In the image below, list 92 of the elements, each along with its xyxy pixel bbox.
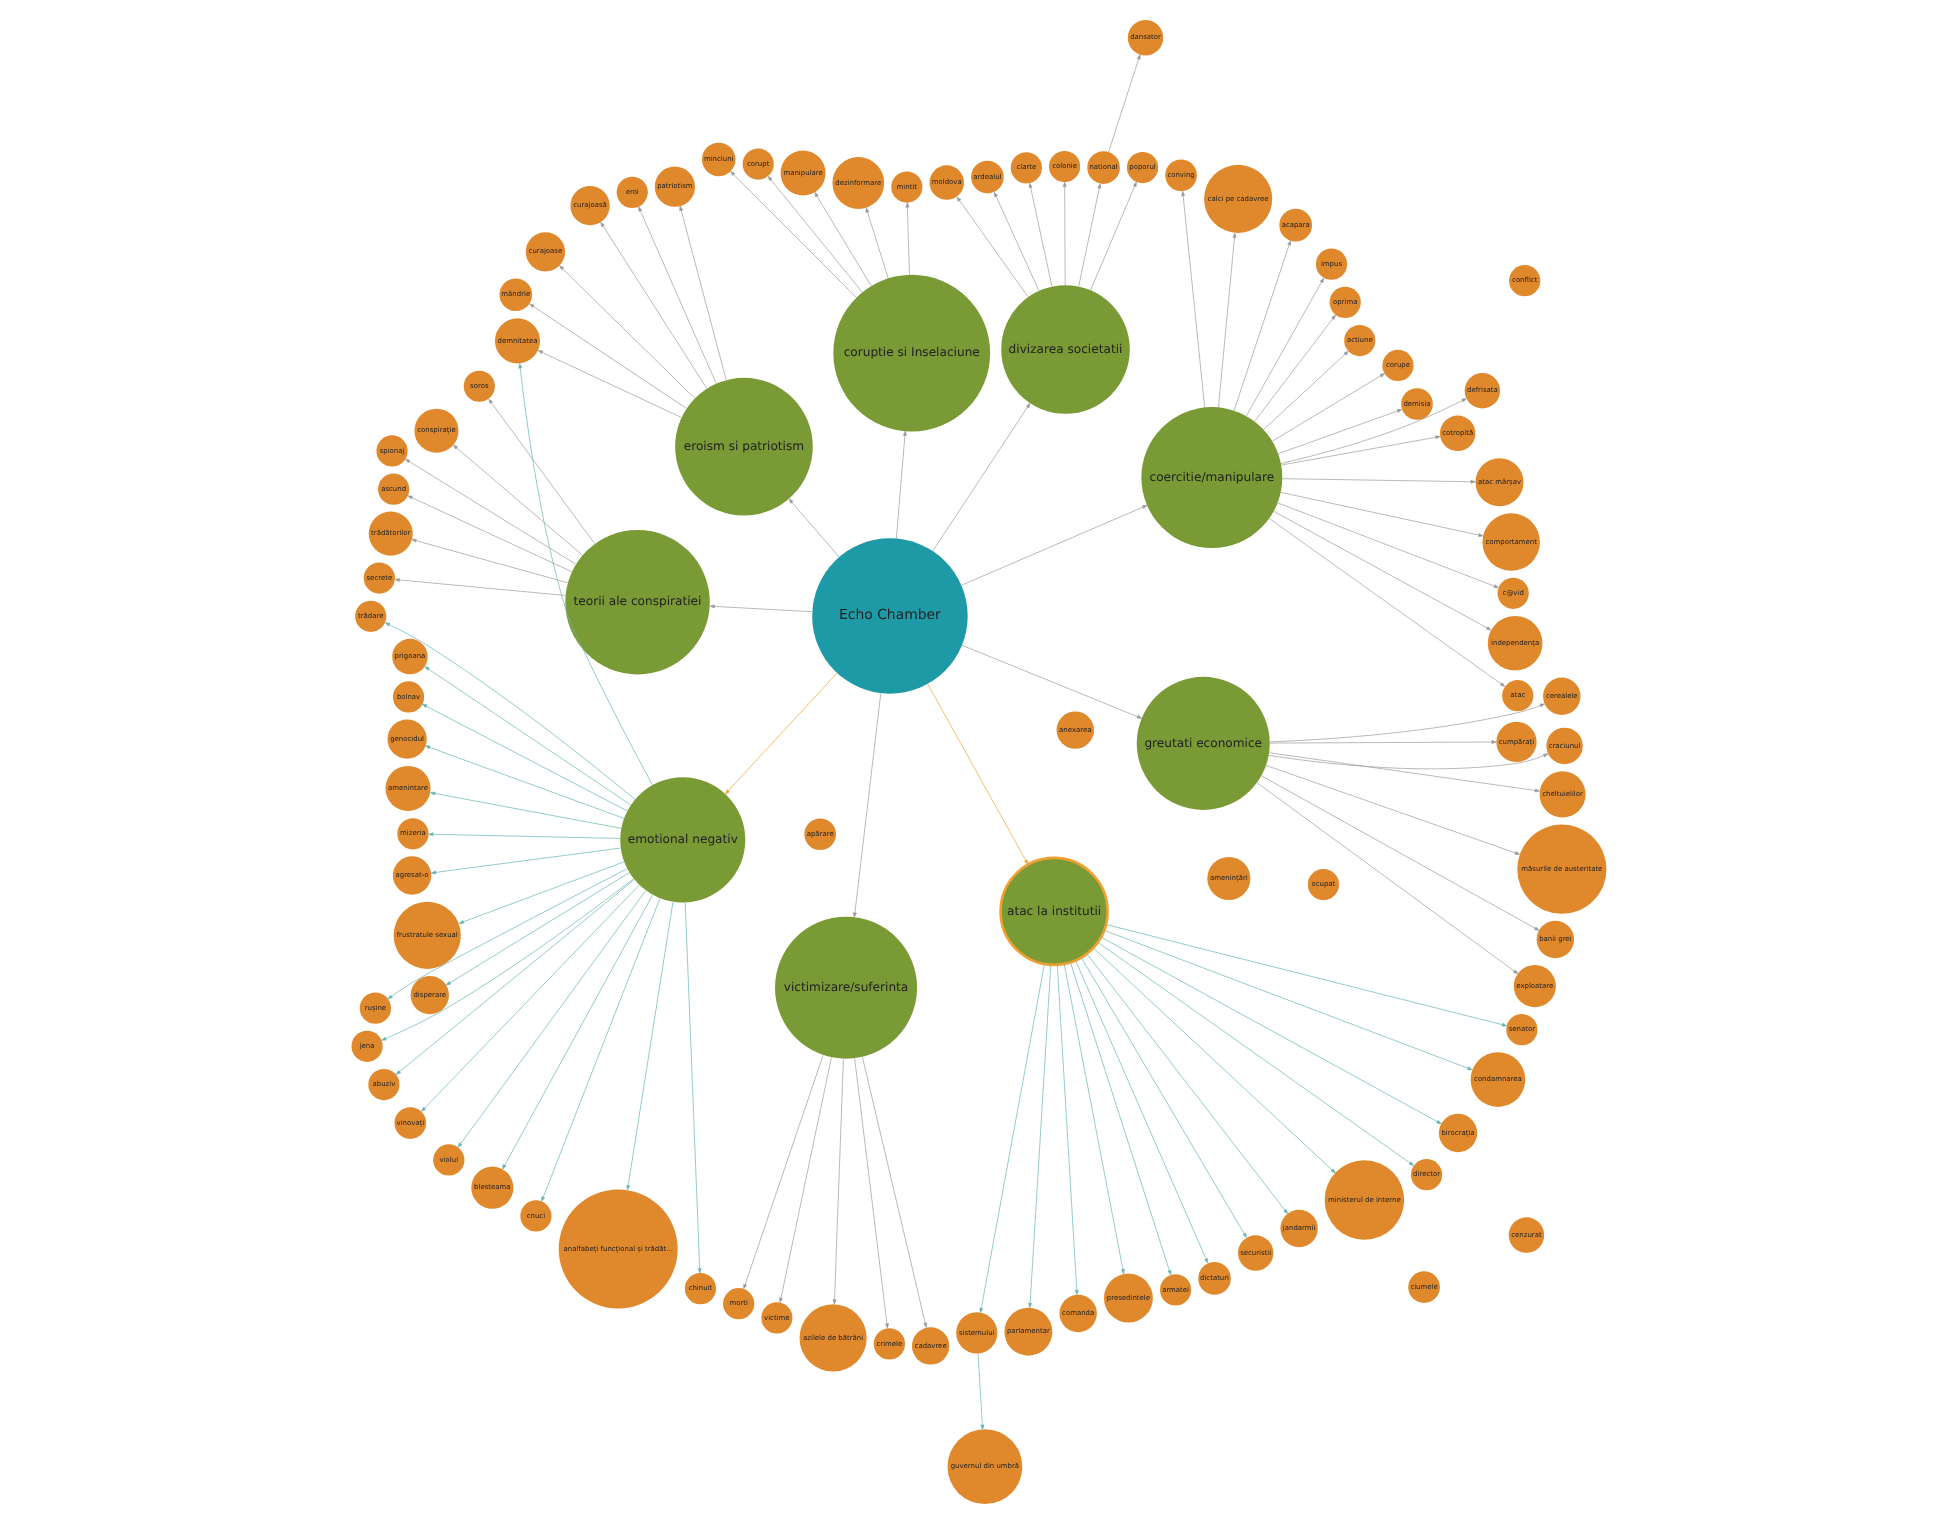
arrow <box>1254 314 1336 422</box>
arrow <box>862 1056 928 1328</box>
arrow <box>1093 947 1336 1174</box>
arrow <box>1269 518 1506 687</box>
arrow <box>537 350 682 418</box>
arrow <box>381 878 634 1041</box>
arrow <box>1245 277 1324 417</box>
arrow <box>502 894 653 1170</box>
arrow <box>1277 502 1499 589</box>
arrow <box>961 645 1142 719</box>
arrow <box>814 192 872 287</box>
arrow <box>411 538 569 584</box>
arrow <box>1056 964 1079 1295</box>
arrow <box>600 221 708 389</box>
arrow <box>788 498 840 558</box>
arrow <box>1280 492 1484 537</box>
arrow <box>518 363 653 786</box>
arrow <box>724 673 838 795</box>
arrow <box>1100 936 1442 1125</box>
arrow <box>1097 942 1414 1166</box>
arrow <box>458 861 625 924</box>
arrow <box>1181 191 1206 408</box>
arrow <box>1063 964 1125 1275</box>
arrow <box>1070 962 1172 1276</box>
arrow <box>743 1054 824 1290</box>
arrow <box>488 398 596 545</box>
arrow <box>1269 703 1545 743</box>
arrow <box>1271 373 1385 442</box>
arrow <box>832 1058 844 1305</box>
arrow <box>1104 930 1473 1071</box>
arrow <box>421 884 640 1112</box>
arrow <box>779 1056 832 1303</box>
arrow <box>457 890 647 1148</box>
arrow <box>1280 435 1441 466</box>
arrow <box>445 872 630 986</box>
arrow <box>425 745 625 819</box>
arrow <box>394 578 566 596</box>
arrow <box>1263 350 1349 430</box>
arrow <box>979 964 1045 1314</box>
arrow <box>430 847 621 875</box>
arrow <box>405 458 577 565</box>
arrow <box>638 206 717 384</box>
arrow <box>932 403 1031 552</box>
arrow <box>854 1057 889 1329</box>
arrow <box>1277 409 1403 455</box>
arrow <box>407 495 573 573</box>
arrow <box>1078 183 1102 287</box>
arrow <box>541 897 661 1202</box>
arrow <box>853 693 882 918</box>
arrow <box>422 703 628 812</box>
arrow <box>1062 181 1067 286</box>
arrow <box>905 202 910 275</box>
arrow <box>767 175 863 293</box>
arrow <box>1280 398 1467 464</box>
arrow <box>1281 478 1476 484</box>
arrow <box>730 171 857 298</box>
arrow <box>1269 740 1497 744</box>
arrow <box>1028 182 1053 287</box>
arrow <box>956 196 1029 298</box>
arrow <box>529 303 687 409</box>
arrow <box>1218 232 1237 408</box>
arrow <box>626 901 674 1191</box>
arrow <box>1265 765 1520 855</box>
arrow <box>1105 924 1507 1027</box>
arrow <box>709 604 813 613</box>
arrow <box>1273 511 1492 631</box>
arrow <box>1256 782 1519 975</box>
arrow <box>993 191 1040 291</box>
arrow <box>428 832 621 839</box>
arrow <box>1233 240 1291 411</box>
arrow <box>1090 181 1137 291</box>
arrow <box>961 505 1148 586</box>
arrow <box>1028 964 1052 1308</box>
arrow <box>977 1353 985 1430</box>
arrow <box>1086 953 1288 1214</box>
arrow <box>865 207 889 279</box>
arrow <box>1268 752 1540 793</box>
arrow <box>430 791 622 829</box>
arrow <box>387 868 628 1000</box>
arrow <box>559 265 695 399</box>
arrow <box>452 444 583 556</box>
arrow <box>927 683 1029 865</box>
arrow <box>395 879 635 1075</box>
arrow <box>1075 960 1209 1264</box>
arrow <box>679 205 727 381</box>
arrow <box>896 430 907 539</box>
arrow <box>1108 54 1141 153</box>
arrow <box>424 666 632 806</box>
arrow <box>1081 957 1247 1238</box>
arrow <box>1261 775 1540 931</box>
arrow <box>684 902 702 1274</box>
arrow <box>1268 753 1549 770</box>
